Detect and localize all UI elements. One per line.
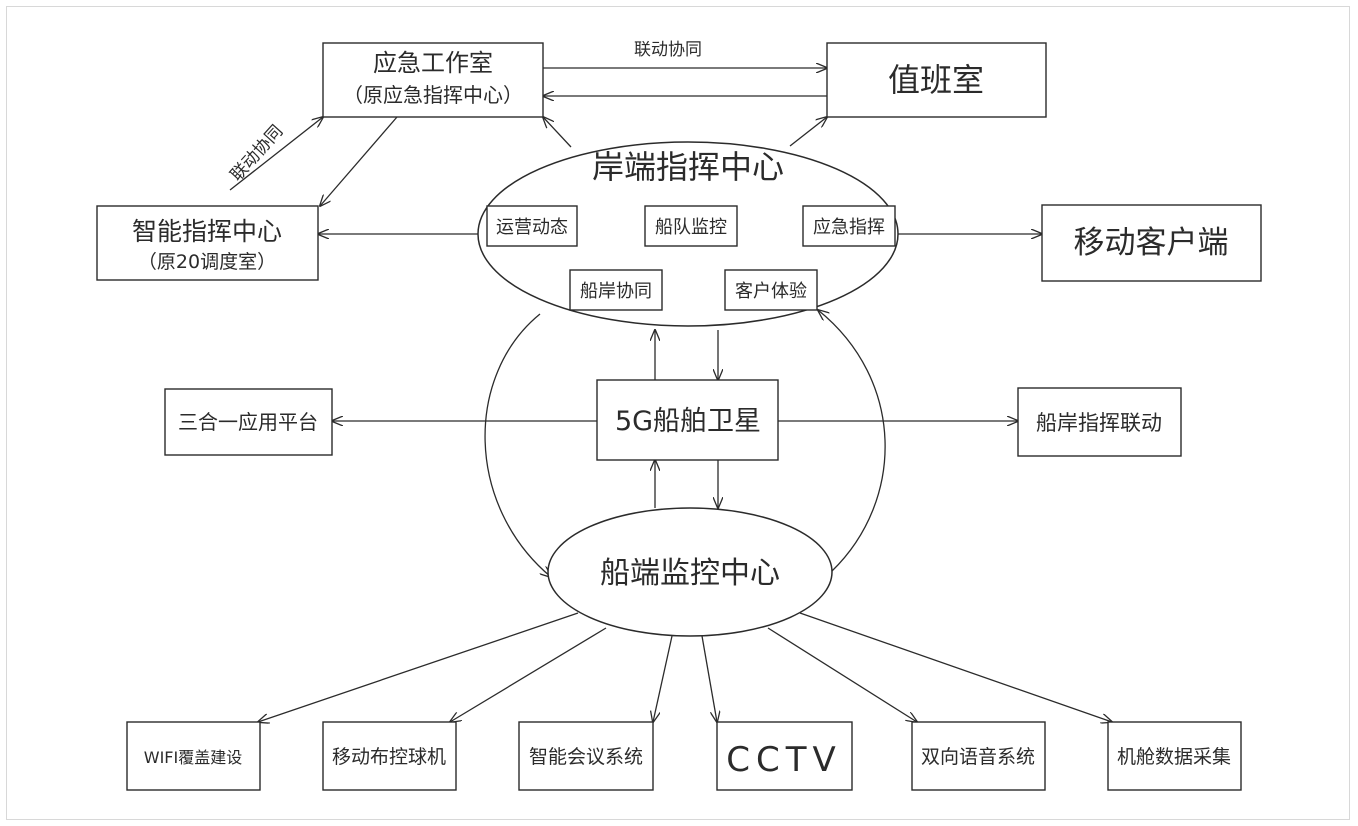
shore-center-title: 岸端指挥中心: [592, 148, 784, 186]
arrow-shore-to-emergency: [543, 117, 572, 148]
emergency-room-node: 应急工作室 （原应急指挥中心）: [322, 42, 544, 118]
arrow-ship-to-ptz: [450, 627, 607, 722]
subsystem-ptz-camera-label: 移动布控球机: [332, 746, 446, 768]
subsystem-voice-label: 双向语音系统: [921, 746, 1035, 768]
subsystem-wifi: WIFI覆盖建设: [126, 721, 261, 791]
link-label-diagonal: 联动协同: [227, 121, 287, 185]
diagram-frame: [6, 6, 1350, 820]
arrow-ship-to-cctv: [701, 635, 717, 722]
smart-center-title: 智能指挥中心: [132, 217, 282, 246]
arrow-ship-to-wifi: [258, 612, 579, 722]
subsystem-ptz-camera: 移动布控球机: [322, 721, 457, 791]
curve-ship-to-shore: [818, 310, 886, 572]
ship-center-label: 船端监控中心: [600, 556, 780, 591]
ship-center-node: 船端监控中心: [547, 507, 833, 637]
module-customer-experience: 客户体验: [724, 269, 818, 311]
module-fleet-monitor: 船队监控: [644, 205, 738, 247]
smart-center-node: 智能指挥中心 （原20调度室）: [96, 205, 319, 281]
arrow-ship-to-engine: [799, 612, 1112, 722]
subsystem-meeting: 智能会议系统: [518, 721, 654, 791]
smart-center-subtitle: （原20调度室）: [138, 251, 276, 273]
satellite-node: 5G船舶卫星: [596, 379, 779, 461]
subsystem-engine-data-label: 机舱数据采集: [1117, 746, 1231, 768]
arrow-smart-to-emergency: [229, 117, 323, 191]
module-ship-shore-label: 船岸协同: [580, 281, 652, 302]
arrow-ship-to-meeting: [653, 635, 673, 722]
platform-node: 三合一应用平台: [164, 388, 333, 456]
bottom-row: WIFI覆盖建设 移动布控球机 智能会议系统 CCTV 双向语音系统 机舱数据采…: [126, 721, 1242, 791]
subsystem-wifi-label: WIFI覆盖建设: [144, 748, 242, 767]
ship-shore-link-label: 船岸指挥联动: [1036, 411, 1162, 435]
shore-center-node: 岸端指挥中心 运营动态 船队监控 应急指挥 船岸协同 客户体验: [477, 141, 899, 327]
duty-room-label: 值班室: [888, 61, 984, 99]
arrow-emergency-to-smart: [320, 116, 398, 206]
mobile-client-node: 移动客户端: [1041, 204, 1262, 282]
subsystem-cctv: CCTV: [716, 721, 853, 791]
mobile-client-label: 移动客户端: [1074, 225, 1229, 261]
arrow-ship-to-voice: [767, 627, 917, 722]
platform-label: 三合一应用平台: [178, 410, 318, 434]
module-operations: 运营动态: [486, 205, 578, 247]
module-fleet-monitor-label: 船队监控: [655, 217, 727, 238]
ship-shore-link-node: 船岸指挥联动: [1017, 387, 1182, 457]
emergency-room-subtitle: （原应急指挥中心）: [343, 83, 523, 107]
subsystem-engine-data: 机舱数据采集: [1107, 721, 1242, 791]
module-ship-shore: 船岸协同: [569, 269, 663, 311]
satellite-label: 5G船舶卫星: [615, 406, 761, 437]
duty-room-node: 值班室: [826, 42, 1047, 118]
module-operations-label: 运营动态: [496, 217, 568, 238]
module-emergency-command: 应急指挥: [802, 205, 896, 247]
arrow-shore-to-duty: [789, 117, 827, 147]
emergency-room-title: 应急工作室: [373, 49, 493, 77]
link-label-top: 联动协同: [634, 40, 702, 60]
module-customer-experience-label: 客户体验: [735, 281, 807, 302]
module-emergency-command-label: 应急指挥: [813, 217, 885, 238]
connectors: [229, 68, 1112, 722]
subsystem-meeting-label: 智能会议系统: [529, 746, 643, 768]
subsystem-voice: 双向语音系统: [911, 721, 1046, 791]
subsystem-cctv-label: CCTV: [726, 740, 842, 780]
curve-shore-to-ship: [484, 313, 551, 577]
